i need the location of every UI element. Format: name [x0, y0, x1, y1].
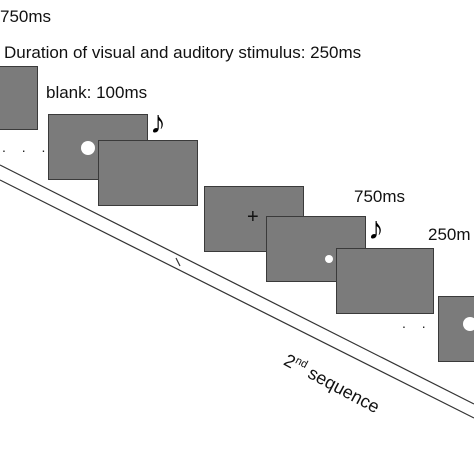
- visual-stimulus-dot-right: [463, 317, 474, 331]
- timeline-tick: [175, 257, 181, 267]
- timeline-line-lower: [0, 179, 474, 419]
- music-note-icon: ♪: [150, 104, 166, 140]
- fixation-cross: +: [247, 206, 259, 228]
- mid-duration-label: 750ms: [354, 187, 406, 206]
- ellipsis-right: . . .: [402, 315, 452, 331]
- stimulus-screen-4: [438, 296, 474, 362]
- top-duration-label: 750ms: [0, 7, 52, 26]
- blank-screen: [98, 140, 198, 206]
- visual-stimulus-dot: [81, 141, 95, 155]
- stimulus-duration-label: Duration of visual and auditory stimulus…: [4, 43, 362, 62]
- stimulus-screen-1: [0, 66, 38, 130]
- music-note-icon-2: ♪: [368, 210, 384, 246]
- blank-duration-label: blank: 100ms: [46, 83, 148, 102]
- blank-screen-2: [336, 248, 434, 314]
- ellipsis-left: . . .: [2, 139, 52, 155]
- right-duration-label: 250m: [428, 225, 471, 244]
- timeline-line-upper: [0, 164, 474, 405]
- visual-stimulus-dot-small: [325, 255, 333, 263]
